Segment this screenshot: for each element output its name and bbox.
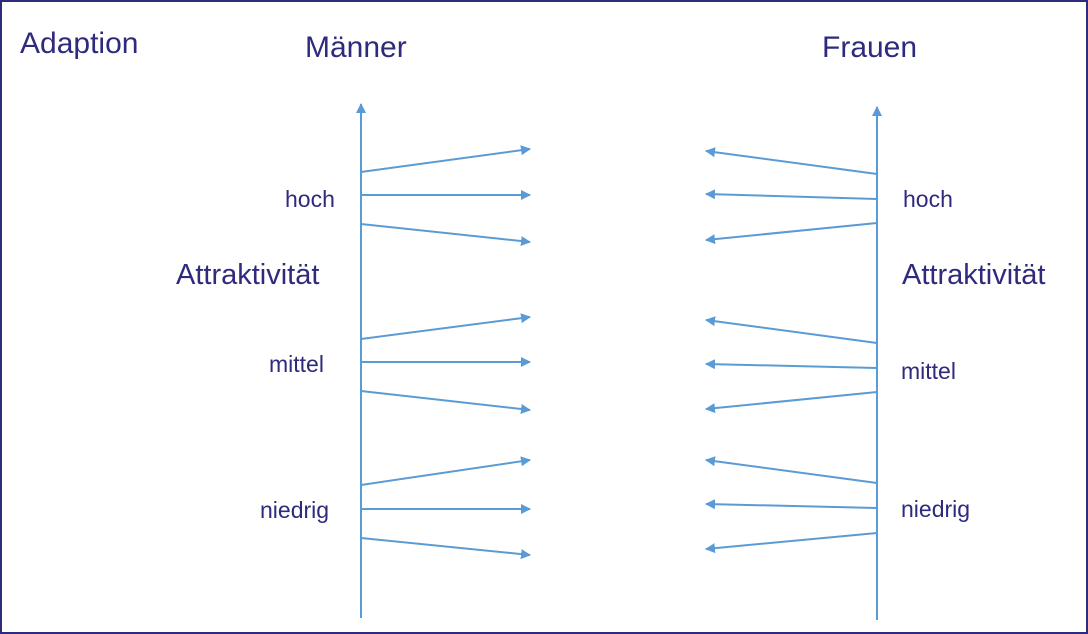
women-level-medium: mittel (901, 358, 956, 384)
women-arrow-2 (705, 189, 878, 200)
men-arrow-7 (360, 456, 531, 486)
women-axis-label: Attraktivität (902, 259, 1046, 291)
men-arrow-6 (360, 390, 531, 414)
men-arrow-3 (360, 223, 531, 247)
women-arrow-6 (705, 391, 878, 414)
men-level-low: niedrig (260, 497, 330, 523)
women-arrow-3 (705, 222, 878, 245)
women-level-low: niedrig (901, 496, 971, 522)
women-arrow-5 (705, 359, 878, 370)
women-level-high: hoch (903, 186, 953, 212)
women-arrow-4 (705, 316, 878, 344)
men-heading: Männer (305, 31, 407, 64)
women-arrow-9 (705, 532, 878, 554)
men-arrow-9 (360, 537, 531, 560)
women-arrow-7 (705, 456, 878, 484)
men-axis-label: Attraktivität (176, 259, 320, 291)
men-arrow-4 (360, 313, 531, 340)
women-arrow-1 (705, 147, 878, 175)
women-arrow-8 (705, 499, 878, 510)
men-arrow-1 (360, 145, 531, 173)
men-level-medium: mittel (269, 351, 324, 377)
men-level-high: hoch (285, 186, 335, 212)
diagram-title: Adaption (20, 27, 139, 60)
women-heading: Frauen (822, 31, 918, 64)
